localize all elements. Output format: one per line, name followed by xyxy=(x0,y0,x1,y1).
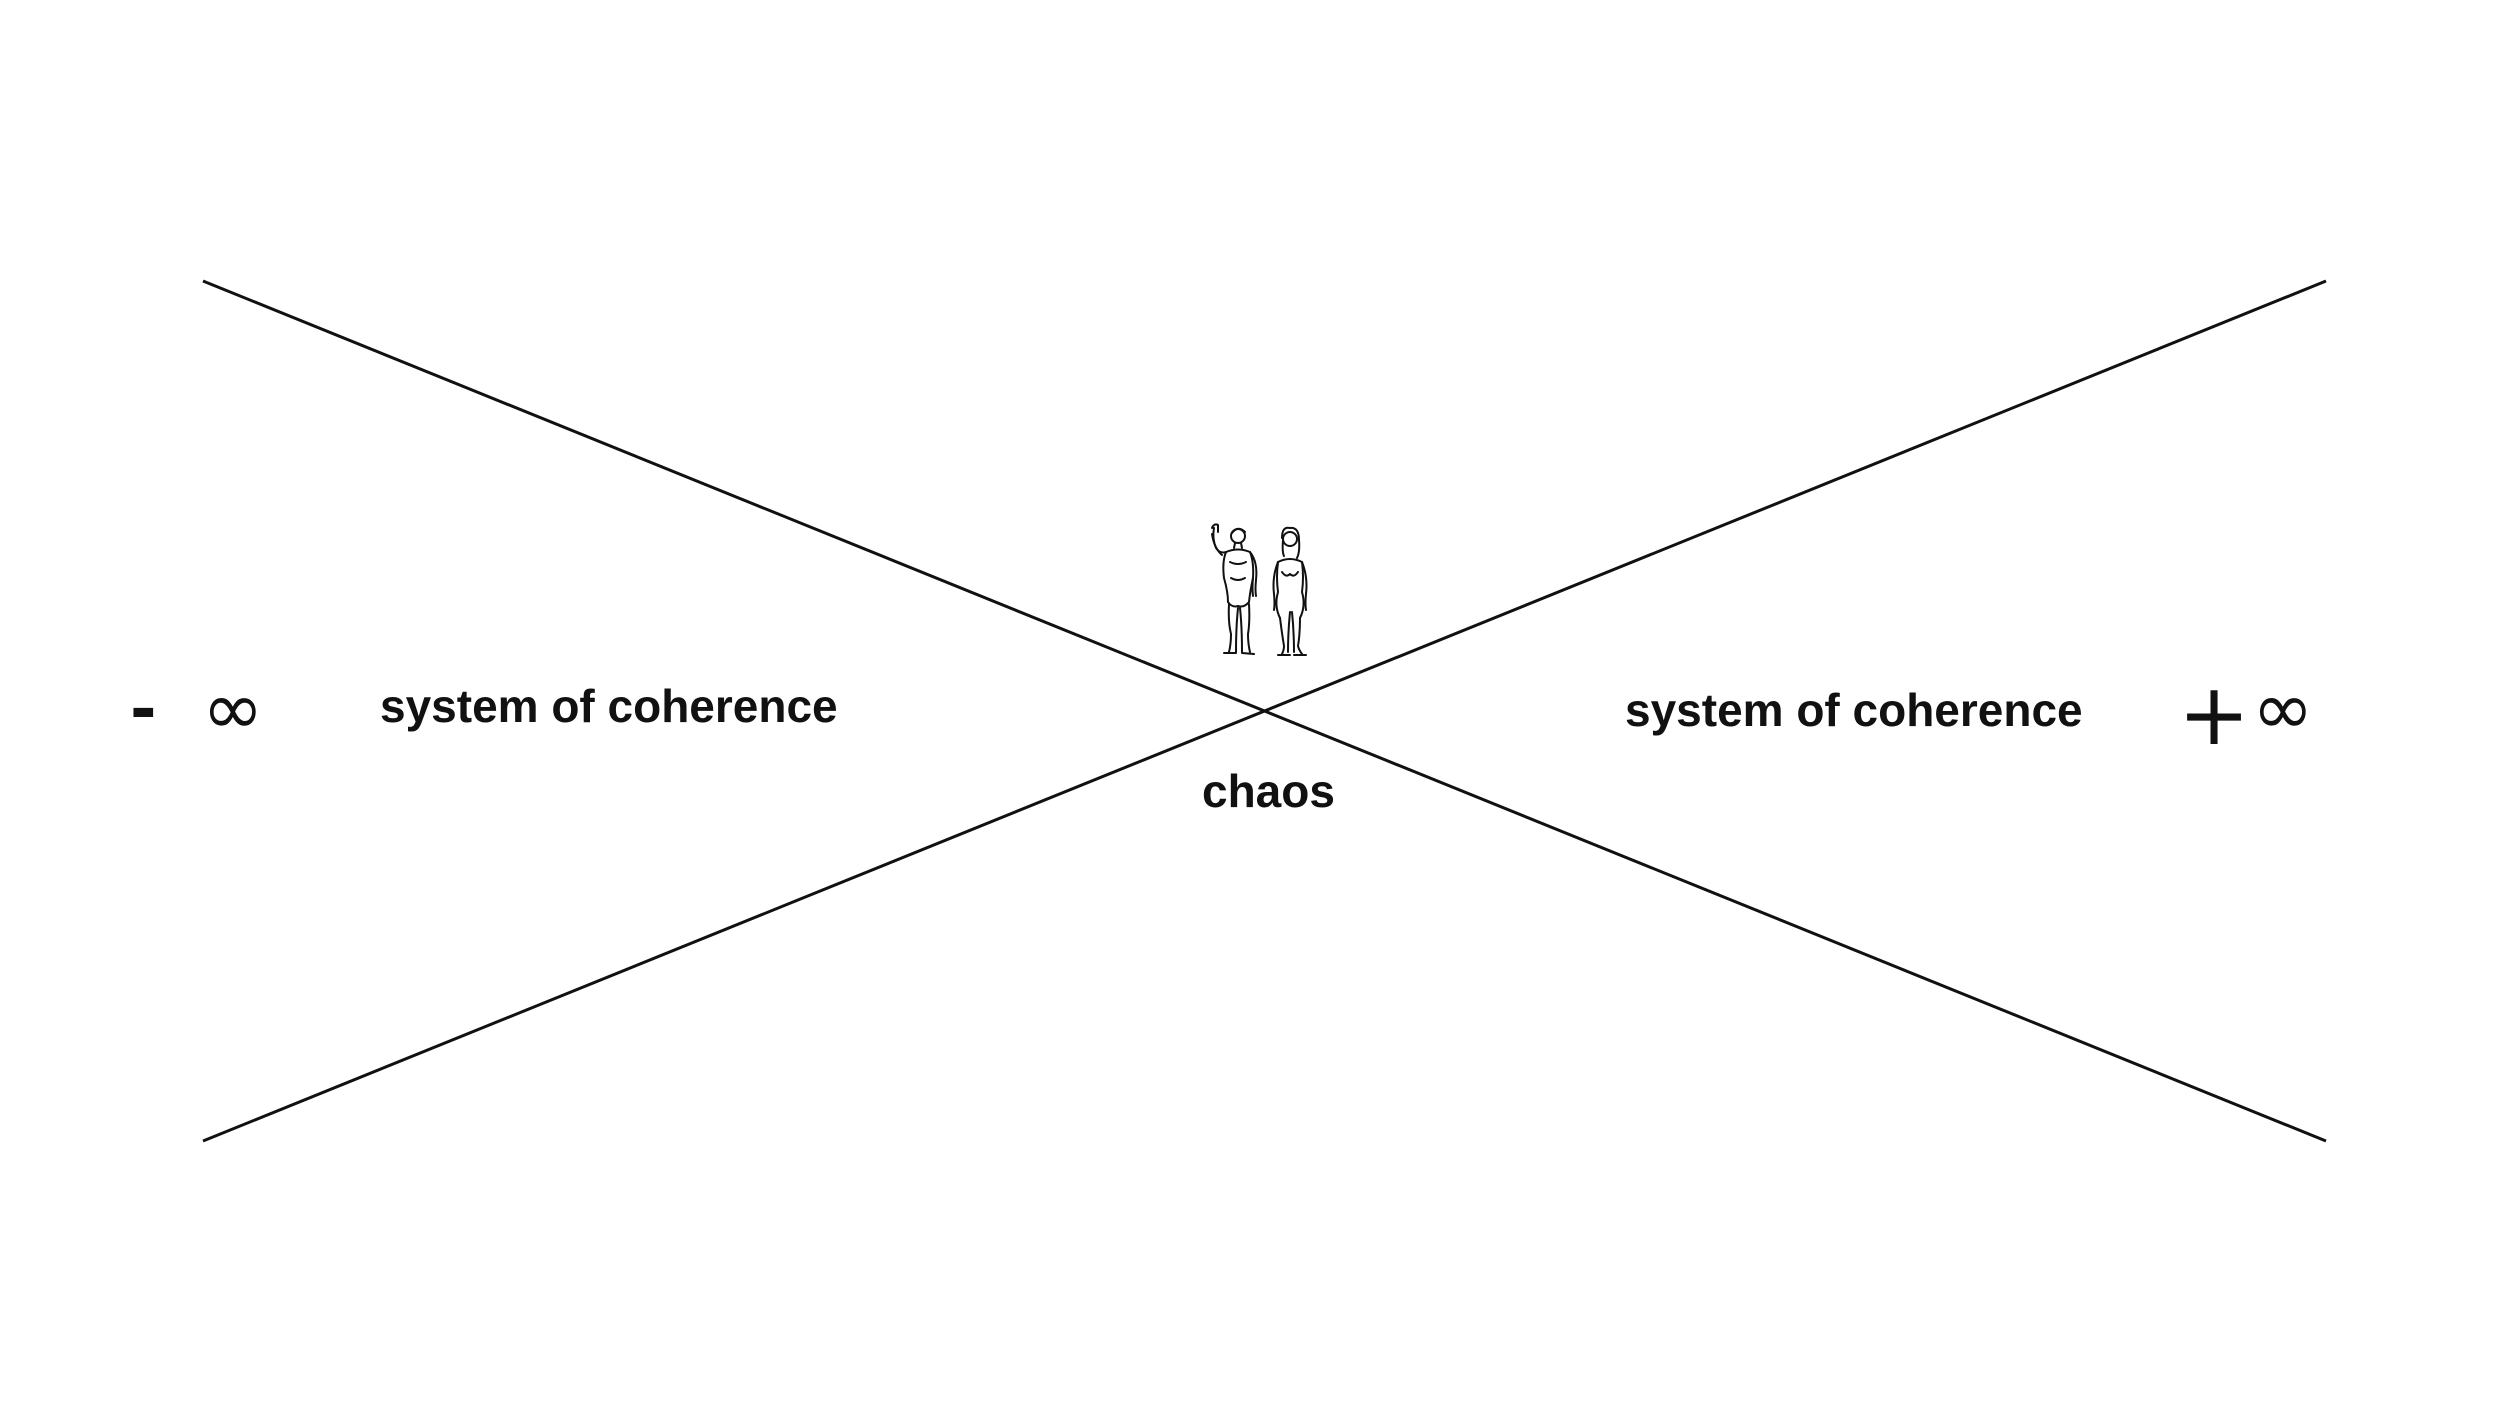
right-system-label: system of coherence xyxy=(1625,684,2083,736)
chaos-label: chaos xyxy=(1202,765,1335,817)
man-figure-icon xyxy=(1211,523,1258,655)
infinity-right-symbol: ∞ xyxy=(2252,666,2314,752)
left-system-label: system of coherence xyxy=(380,680,838,732)
ascending-diagonal-line xyxy=(202,279,2327,1143)
plus-sign: + xyxy=(2178,665,2251,765)
minus-sign: - xyxy=(130,673,157,747)
infinity-left-symbol: ∞ xyxy=(202,666,264,752)
woman-figure-icon xyxy=(1272,526,1308,656)
human-figures-icon xyxy=(1211,523,1308,656)
